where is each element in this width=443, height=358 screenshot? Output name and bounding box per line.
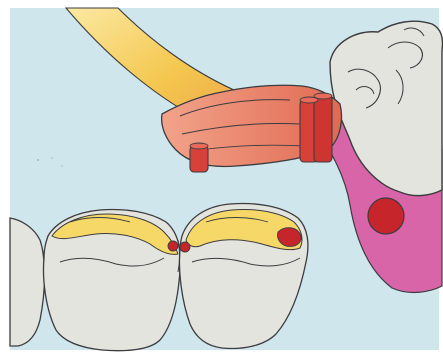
decay-spot-icon — [368, 198, 404, 234]
decay-spot-icon — [168, 241, 178, 251]
decay-spot-icon — [277, 228, 301, 247]
decay-spot-icon — [180, 242, 190, 252]
